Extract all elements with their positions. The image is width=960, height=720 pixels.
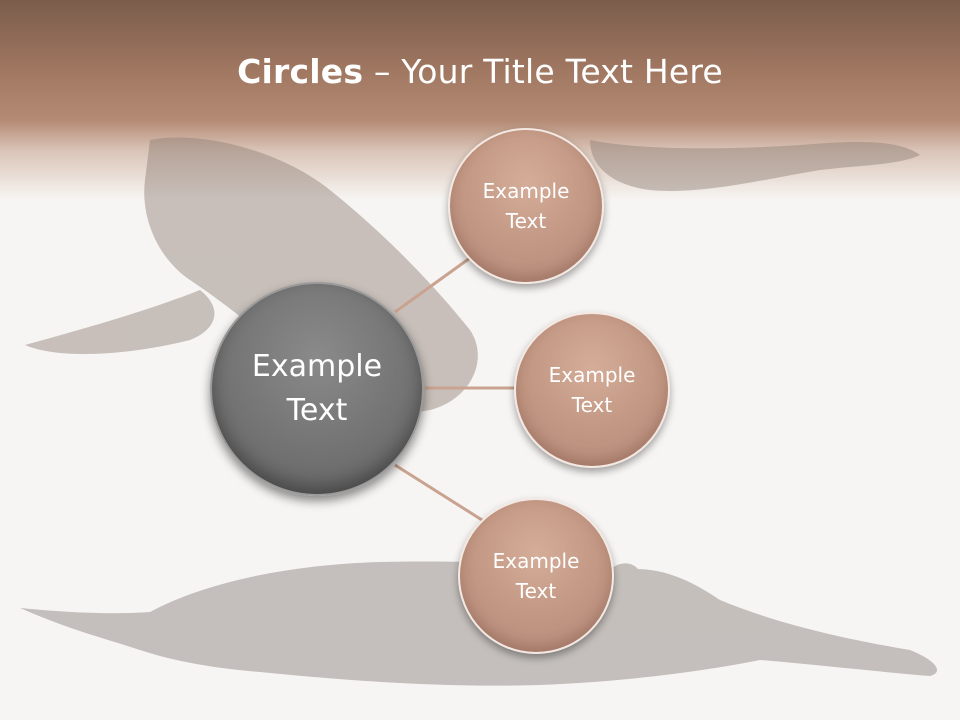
node-top-line2: Text <box>505 209 547 233</box>
center-circle[interactable]: Example Text <box>210 282 424 496</box>
title-rest: – Your Title Text Here <box>363 52 723 91</box>
node-bottom-line1: Example <box>492 549 580 573</box>
node-middle-line2: Text <box>571 393 613 417</box>
node-circle-bottom[interactable]: Example Text <box>458 498 614 654</box>
node-bottom-line2: Text <box>515 579 557 603</box>
connector-line-bottom <box>394 463 483 522</box>
title-bold: Circles <box>237 52 364 91</box>
connector-line-top <box>394 256 471 314</box>
node-circle-top[interactable]: Example Text <box>448 128 604 284</box>
node-circle-middle[interactable]: Example Text <box>514 312 670 468</box>
center-circle-line1: Example <box>251 349 383 384</box>
node-top-line1: Example <box>482 179 570 203</box>
node-middle-line1: Example <box>548 363 636 387</box>
slide-title: Circles – Your Title Text Here <box>0 52 960 91</box>
center-circle-line2: Text <box>286 393 348 428</box>
